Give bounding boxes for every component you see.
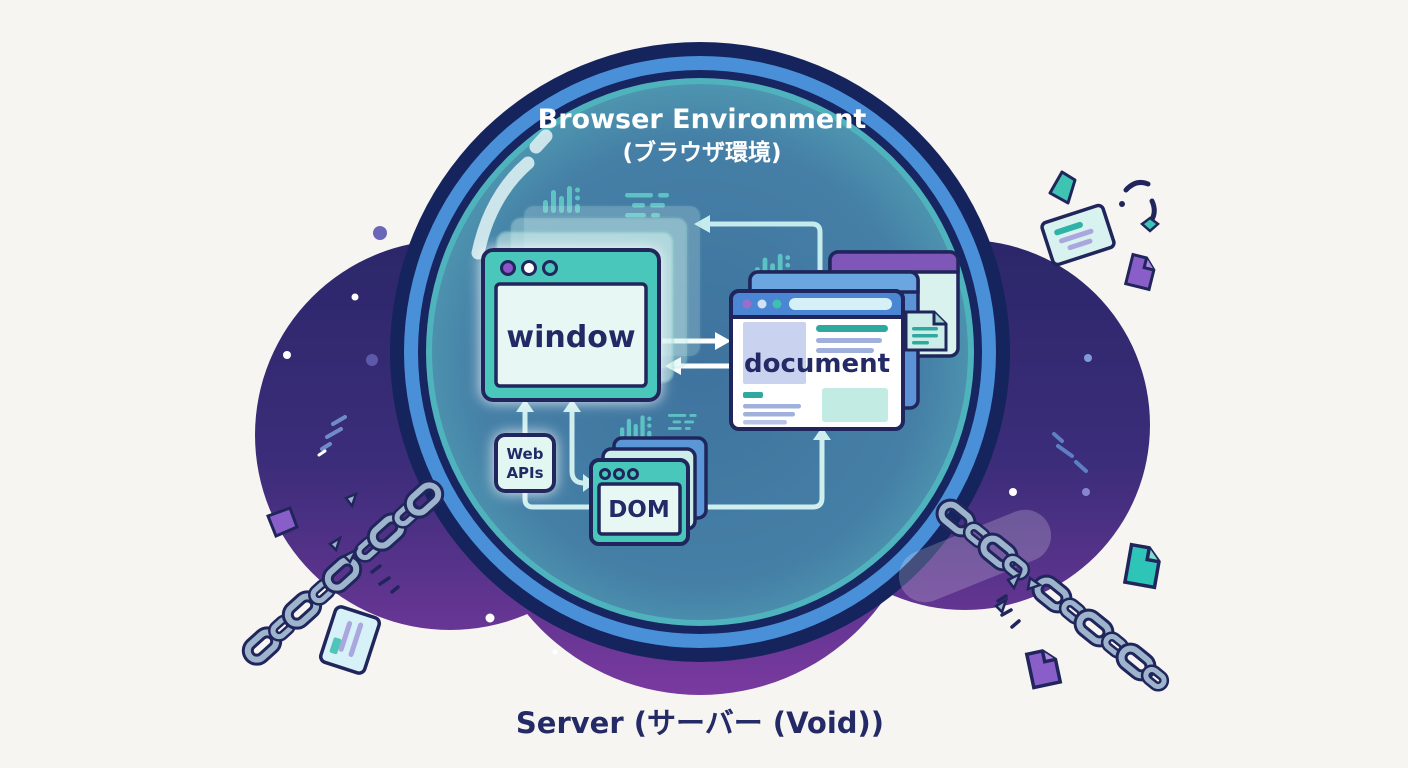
spark-lines (996, 594, 1021, 629)
window-dot-purple-icon (500, 260, 516, 276)
arrow-document-to-window-stack (708, 221, 823, 270)
bubble-title: Browser Environment (ブラウザ環境) (538, 104, 867, 166)
web-apis-label-line1: Web (507, 445, 544, 463)
arrow-window-dom (569, 408, 585, 486)
scattered-debris (266, 170, 1161, 690)
line-webapis-to-dom (522, 492, 592, 510)
cloud-stars (283, 226, 1092, 655)
chain-fragments (327, 491, 359, 565)
dom-node: DOM (589, 436, 708, 546)
card-icon (1040, 203, 1116, 267)
web-apis-label-line2: APIs (506, 464, 543, 482)
arrowhead-right-icon (715, 332, 731, 350)
broken-chain-right-icon (938, 501, 1167, 689)
dom-front-window: DOM (589, 458, 690, 546)
arrow-dom-to-document (689, 437, 825, 510)
speck (1119, 201, 1125, 207)
web-apis-box (494, 433, 556, 493)
bubble-gloss (898, 509, 1052, 603)
browser-bubble (390, 42, 1052, 662)
dom-label: DOM (608, 497, 670, 523)
document-back-titlebar (828, 250, 960, 274)
arrowhead-left-icon (694, 215, 710, 233)
streak-dashes-left (320, 415, 347, 451)
window-node: window (481, 204, 702, 402)
dom-dot-icon (627, 468, 639, 480)
document-text-lines (743, 325, 888, 425)
bubble-shine-dash (529, 129, 553, 154)
address-bar (789, 298, 892, 310)
bubble-interior (432, 84, 968, 620)
card-icon (318, 605, 382, 675)
purple-fragment-icon (266, 506, 299, 538)
document-dot-white-icon (757, 299, 767, 309)
content-block (822, 388, 888, 422)
caption-label: Server (サーバー (Void)) (516, 706, 884, 740)
chain-fragments (993, 571, 1043, 615)
bubble-shine-arc (471, 156, 535, 260)
document-label: document (744, 349, 890, 379)
document-dot-purple-icon (742, 299, 752, 309)
streak-dashes-right (1052, 432, 1088, 473)
purple-file-icon (1024, 649, 1063, 690)
dom-content (597, 482, 682, 536)
document-dot-teal-icon (772, 299, 782, 309)
diagram-arrows (516, 215, 831, 510)
teal-file-icon (1122, 542, 1161, 590)
bubble-title-line1: Browser Environment (538, 104, 867, 135)
file-icon (904, 310, 948, 352)
dom-dot-icon (613, 468, 625, 480)
window-dot-teal-icon (542, 260, 558, 276)
window-label: window (506, 320, 635, 355)
image-placeholder (743, 322, 806, 384)
dom-dot-icon (599, 468, 611, 480)
window-content (494, 282, 648, 388)
broken-chain-left-icon (244, 482, 442, 664)
document-node: document (729, 250, 960, 431)
teal-fragment-icon (1048, 170, 1077, 205)
document-front-window: document (729, 289, 905, 431)
window-dot-white-icon (521, 260, 537, 276)
teal-diamond-icon (1140, 216, 1160, 233)
purple-file-icon (1123, 252, 1156, 292)
arrowhead-up-icon (563, 399, 581, 412)
bubble-title-line2: (ブラウザ環境) (622, 139, 781, 166)
spark-lines (370, 564, 400, 594)
window-front: window (481, 248, 661, 402)
web-apis-node: Web APIs (494, 433, 556, 493)
arrowhead-up-icon (813, 427, 831, 440)
arrowhead-up-icon (516, 399, 534, 412)
